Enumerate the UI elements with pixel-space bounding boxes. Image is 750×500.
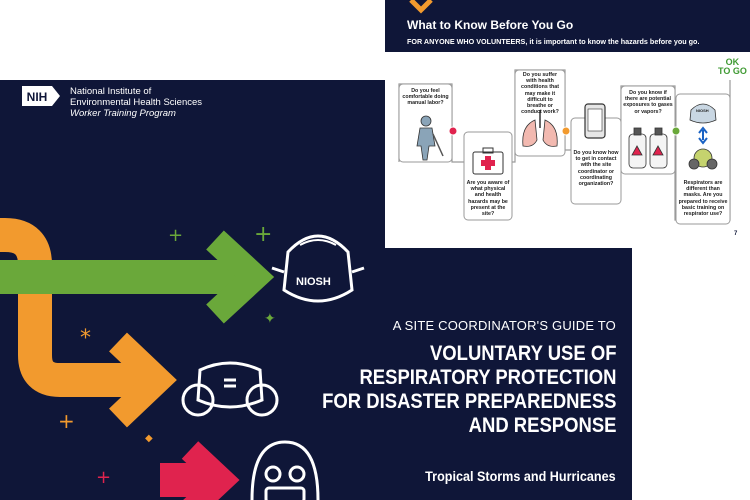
cover-subtitle: A SITE COORDINATOR'S GUIDE TO bbox=[392, 318, 616, 333]
question-text: Respirators are different than masks. Ar… bbox=[678, 180, 728, 218]
first-aid-kit-icon bbox=[472, 147, 504, 175]
green-arrowhead bbox=[206, 230, 275, 324]
sparkle-plus-icon: + bbox=[254, 222, 272, 247]
phone-icon bbox=[584, 103, 606, 139]
question-text: Do you feel comfortable doing manual lab… bbox=[402, 88, 449, 107]
question-flow-diagram bbox=[398, 69, 731, 225]
n95-mask-icon bbox=[271, 234, 365, 303]
organization-name: National Institute of Environmental Heal… bbox=[70, 86, 202, 119]
org-line-1: National Institute of bbox=[70, 86, 152, 97]
question-text: Are you aware of what physical and healt… bbox=[466, 180, 510, 218]
full-face-respirator-icon bbox=[250, 440, 320, 500]
n95-mask-small-icon bbox=[689, 103, 717, 124]
ok-to-go-label: OK TO GO bbox=[718, 58, 747, 76]
inner-page-spread: What to Know Before You Go FOR ANYONE WH… bbox=[385, 0, 750, 248]
orange-arrowhead bbox=[109, 332, 177, 428]
nih-logo: NIH bbox=[22, 86, 60, 106]
orange-arrow bbox=[0, 218, 140, 397]
question-text: Do you know if there are potential expos… bbox=[623, 90, 673, 115]
title-line: RESPIRATORY PROTECTION bbox=[358, 366, 616, 389]
niosh-label: NIOSH bbox=[296, 276, 331, 288]
cover-tagline: Tropical Storms and Hurricanes bbox=[425, 468, 616, 484]
org-line-2: Environmental Health Sciences bbox=[70, 97, 203, 108]
sparkle-plus-icon: + bbox=[168, 225, 183, 246]
title-line: AND RESPONSE bbox=[468, 414, 616, 437]
orange-down-arrow-icon bbox=[409, 0, 433, 14]
red-arrowhead bbox=[181, 441, 240, 500]
gas-cylinders-icon bbox=[628, 127, 668, 169]
sparkle-plus-icon: + bbox=[96, 467, 111, 488]
title-line: VOLUNTARY USE OF bbox=[429, 342, 616, 365]
nih-badge-text: NIH bbox=[27, 90, 48, 104]
page-number: 7 bbox=[734, 231, 738, 237]
title-line: FOR DISASTER PREPAREDNESS bbox=[321, 390, 616, 413]
sparkle-star-icon: ✦ bbox=[264, 311, 276, 327]
inner-page-subheading: FOR ANYONE WHO VOLUNTEERS, it is importa… bbox=[407, 37, 700, 46]
question-text: Do you know how to get in contact with t… bbox=[573, 150, 619, 188]
inner-page-header bbox=[385, 0, 750, 52]
inner-page-heading: What to Know Before You Go bbox=[407, 18, 574, 32]
sparkle-asterisk-icon: * bbox=[80, 326, 91, 351]
cover-artwork: + + ✦ * + ◆ + bbox=[0, 218, 365, 500]
lungs-icon bbox=[522, 110, 558, 147]
double-arrow-icon bbox=[698, 126, 708, 145]
ok-line: OK bbox=[725, 57, 740, 67]
cover-title: VOLUNTARY USE OF RESPIRATORY PROTECTION … bbox=[282, 342, 616, 438]
sparkle-diamond-icon: ◆ bbox=[145, 433, 153, 444]
ok-line: TO GO bbox=[718, 66, 747, 76]
worker-shoveling-icon bbox=[416, 115, 444, 161]
sparkle-plus-icon: + bbox=[58, 409, 75, 433]
org-line-3: Worker Training Program bbox=[70, 108, 176, 119]
question-text: Do you suffer with health conditions tha… bbox=[521, 72, 559, 116]
half-mask-respirator-small-icon bbox=[688, 148, 718, 170]
half-face-respirator-icon bbox=[181, 361, 279, 417]
niosh-small-label: NIOSH bbox=[696, 108, 709, 113]
